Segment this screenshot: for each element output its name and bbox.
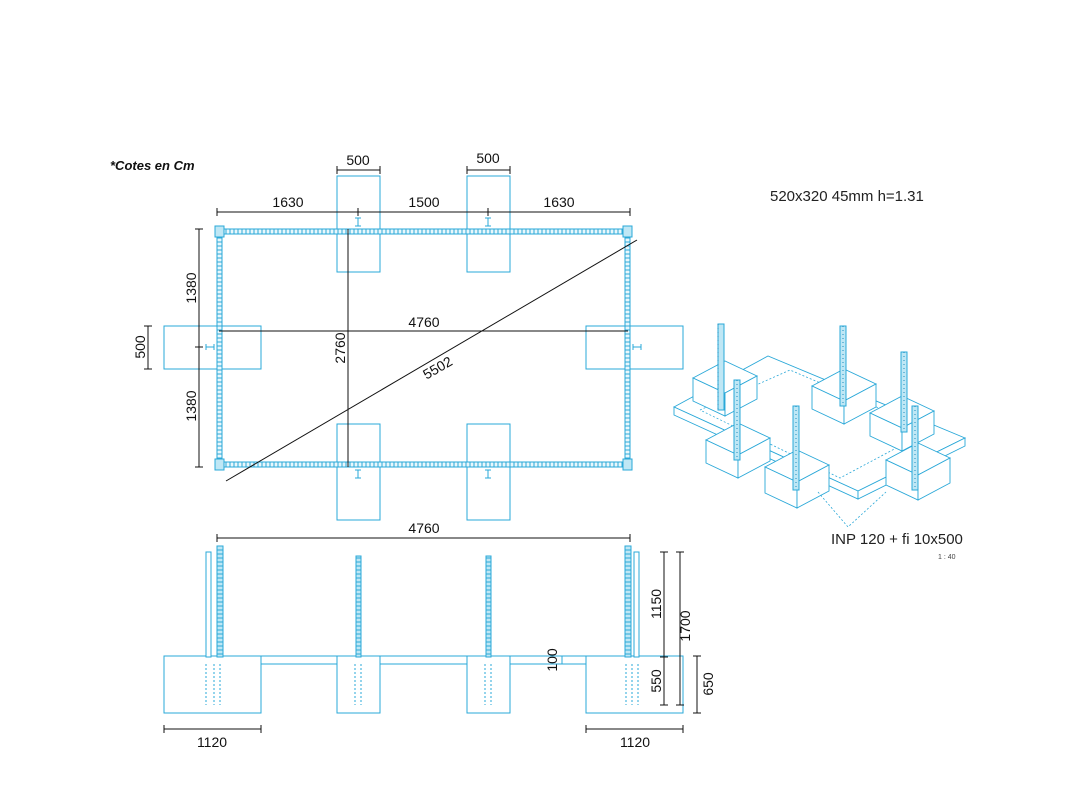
beam-right-ladder xyxy=(625,229,630,467)
post-top-left xyxy=(214,225,225,238)
beam-left-ladder xyxy=(217,229,222,467)
footing-spec-label: 520x320 45mm h=1.31 xyxy=(770,188,924,205)
iso-posts xyxy=(717,323,919,491)
post-bottom-left xyxy=(214,458,225,471)
dim-span-right: 1630 xyxy=(543,194,574,210)
profile-label: INP 120 + fi 10x500 xyxy=(831,531,963,548)
dim-footing-length-left: 1120 xyxy=(197,734,227,750)
dim-post-height: 1150 xyxy=(648,589,664,619)
beam-bottom-ladder xyxy=(217,462,630,467)
elevation-rod-left xyxy=(205,551,212,658)
isometric-view: 520x320 45mm h=1.31 xyxy=(672,188,967,561)
elevation-rod-right xyxy=(633,551,640,658)
dim-diagonal: 5502 xyxy=(420,353,455,383)
dim-footing-side: 500 xyxy=(132,335,148,359)
dim-footing-length-right: 1120 xyxy=(620,734,650,750)
dim-total-length: 4760 xyxy=(408,314,439,330)
elevation-view: 4760 1150 1700 100 550 650 1120 1120 xyxy=(163,520,716,750)
elevation-footing-right xyxy=(585,655,684,714)
elevation-post-left-ladder xyxy=(217,546,223,657)
dim-span-left: 1630 xyxy=(272,194,303,210)
elevation-dimension-lines xyxy=(163,534,701,733)
units-note: *Cotes en Cm xyxy=(110,158,195,173)
dim-total-post-height: 1700 xyxy=(677,610,693,641)
i-profile-marks xyxy=(205,217,642,479)
scale-label: 1 : 40 xyxy=(938,554,956,561)
dim-height-top: 1380 xyxy=(183,272,199,303)
post-top-right xyxy=(622,225,633,238)
elevation-post-right-ladder xyxy=(625,546,631,657)
elevation-100-marker xyxy=(558,655,566,665)
iso-callout-lines xyxy=(817,491,887,528)
dim-footing-width-a: 500 xyxy=(346,152,370,168)
plan-view: 500 500 1630 1500 1630 1380 1380 500 476… xyxy=(132,150,684,521)
dim-beam-height: 100 xyxy=(544,648,560,672)
dim-footing-width-b: 500 xyxy=(476,150,500,166)
elevation-footing-mid-right xyxy=(466,655,511,714)
plan-dimension-lines xyxy=(144,166,638,482)
beam-top-ladder xyxy=(217,229,630,234)
elevation-footing-mid-left xyxy=(336,655,381,714)
elevation-post-mid-left-ladder xyxy=(356,556,361,657)
elevation-embedded-posts xyxy=(205,664,639,705)
dim-span-middle: 1500 xyxy=(408,194,439,210)
dim-elevation-length: 4760 xyxy=(408,520,439,536)
post-bottom-right xyxy=(622,458,633,471)
elevation-footing-left xyxy=(163,655,262,714)
dim-height-bottom: 1380 xyxy=(183,390,199,421)
dim-footing-depth: 650 xyxy=(700,672,716,696)
elevation-post-mid-right-ladder xyxy=(486,556,491,657)
dim-embed-depth: 550 xyxy=(648,669,664,693)
dim-total-width: 2760 xyxy=(332,332,348,363)
iso-footing-left xyxy=(691,360,759,417)
